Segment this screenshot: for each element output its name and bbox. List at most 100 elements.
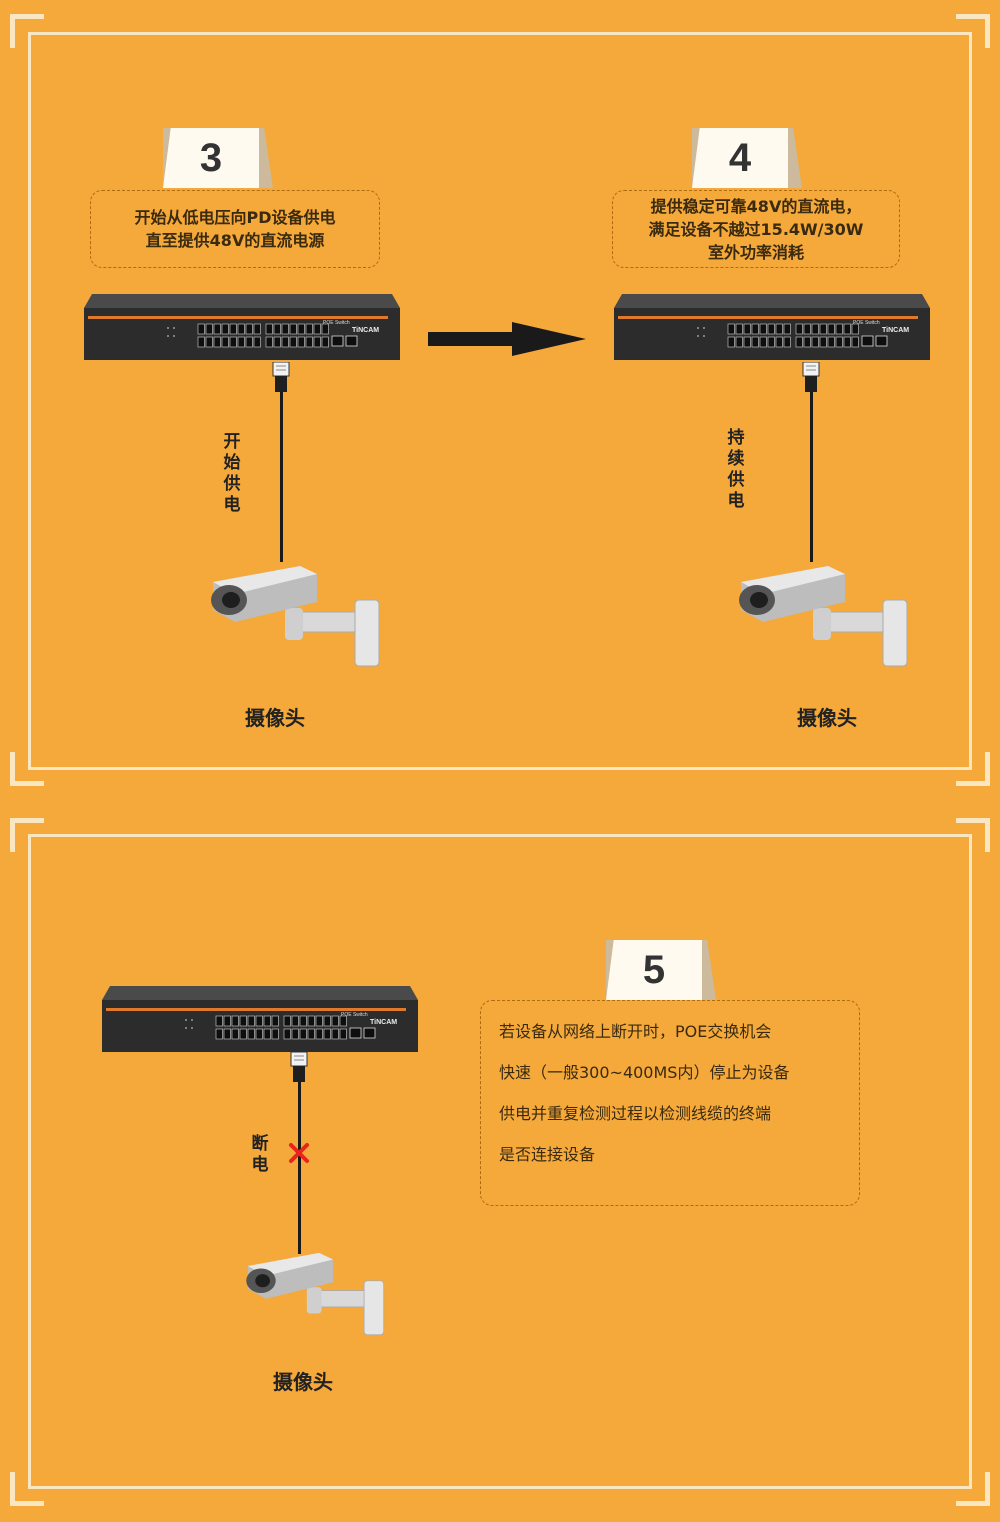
ethernet-port [843, 336, 851, 348]
ethernet-port [297, 323, 305, 335]
callout-line: 若设备从网络上断开时，POE交换机会 [499, 1022, 772, 1041]
ethernet-port [239, 1015, 247, 1027]
ethernet-port [289, 323, 297, 335]
callout-step-5: 若设备从网络上断开时，POE交换机会 快速（一般300~400MS内）停止为设备… [480, 1000, 860, 1206]
poe-switch: POE Switch TiNCAM [84, 294, 400, 360]
ethernet-port [313, 336, 321, 348]
security-camera-icon [739, 566, 908, 667]
status-led [173, 335, 175, 337]
status-led [167, 335, 169, 337]
ethernet-port [743, 323, 751, 335]
step-number: 3 [163, 128, 259, 188]
ethernet-port [803, 336, 811, 348]
ethernet-port [231, 1015, 239, 1027]
ethernet-port [271, 1015, 279, 1027]
status-led [173, 327, 175, 329]
ethernet-port [197, 336, 205, 348]
ethernet-port [783, 336, 791, 348]
callout-line: 直至提供48V的直流电源 [145, 231, 325, 250]
corner-mark [956, 14, 990, 48]
panel-bottom [28, 834, 972, 1489]
ethernet-port [247, 1015, 255, 1027]
ethernet-port [835, 336, 843, 348]
ethernet-port [321, 336, 329, 348]
corner-mark [10, 752, 44, 786]
status-led [191, 1027, 193, 1029]
ethernet-port [315, 1015, 323, 1027]
ethernet-port [223, 1015, 231, 1027]
ethernet-port [229, 323, 237, 335]
cable-label: 持续供电 [727, 428, 745, 511]
step-card-5: 5 [606, 940, 716, 1000]
ethernet-port [245, 336, 253, 348]
ethernet-port [811, 323, 819, 335]
ethernet-cable [280, 390, 283, 562]
ethernet-port [811, 336, 819, 348]
ethernet-port [795, 323, 803, 335]
ethernet-port [223, 1028, 231, 1040]
ethernet-port [827, 323, 835, 335]
switch-model-label: POE Switch [853, 320, 880, 326]
ethernet-port [339, 1028, 347, 1040]
corner-mark [956, 752, 990, 786]
ethernet-port [205, 336, 213, 348]
ethernet-port [775, 323, 783, 335]
ethernet-port [205, 323, 213, 335]
status-led [703, 327, 705, 329]
ethernet-port [339, 1015, 347, 1027]
rj45-plug-icon [802, 362, 820, 392]
ethernet-cable [298, 1082, 301, 1254]
ethernet-port [247, 1028, 255, 1040]
ethernet-port [289, 336, 297, 348]
ethernet-port [265, 323, 273, 335]
security-camera-icon [246, 1252, 385, 1336]
ethernet-port [315, 1028, 323, 1040]
ethernet-port [305, 323, 313, 335]
ethernet-port [851, 323, 859, 335]
ethernet-port [291, 1028, 299, 1040]
ethernet-port [271, 1028, 279, 1040]
ethernet-port [727, 323, 735, 335]
status-led [697, 327, 699, 329]
step-number: 5 [606, 940, 702, 1000]
security-camera-icon [211, 566, 380, 667]
status-led [697, 335, 699, 337]
uplink-port [875, 335, 888, 347]
ethernet-port [835, 323, 843, 335]
callout-line: 快速（一般300~400MS内）停止为设备 [499, 1063, 790, 1082]
ethernet-port [231, 1028, 239, 1040]
ethernet-port [819, 323, 827, 335]
camera-label: 摄像头 [797, 706, 857, 730]
status-led [167, 327, 169, 329]
ethernet-port [255, 1015, 263, 1027]
ethernet-port [229, 336, 237, 348]
uplink-port [363, 1027, 376, 1039]
ethernet-port [735, 336, 743, 348]
ethernet-port [255, 1028, 263, 1040]
ethernet-port [221, 323, 229, 335]
status-led [191, 1019, 193, 1021]
ethernet-port [743, 336, 751, 348]
ethernet-port [237, 323, 245, 335]
ethernet-port [291, 1015, 299, 1027]
ethernet-port [213, 336, 221, 348]
ethernet-port [215, 1028, 223, 1040]
ethernet-port [237, 336, 245, 348]
ethernet-port [827, 336, 835, 348]
ethernet-port [281, 336, 289, 348]
cut-cross-icon [289, 1143, 309, 1163]
status-led [703, 335, 705, 337]
ethernet-port [273, 323, 281, 335]
ethernet-port [843, 323, 851, 335]
panel-top [28, 32, 972, 770]
ethernet-port [323, 1015, 331, 1027]
camera-label: 摄像头 [245, 706, 305, 730]
ethernet-port [299, 1028, 307, 1040]
ethernet-port [851, 336, 859, 348]
ethernet-port [263, 1015, 271, 1027]
step-number: 4 [692, 128, 788, 188]
ethernet-port [263, 1028, 271, 1040]
status-led [185, 1027, 187, 1029]
ethernet-port [759, 336, 767, 348]
ethernet-port [819, 336, 827, 348]
